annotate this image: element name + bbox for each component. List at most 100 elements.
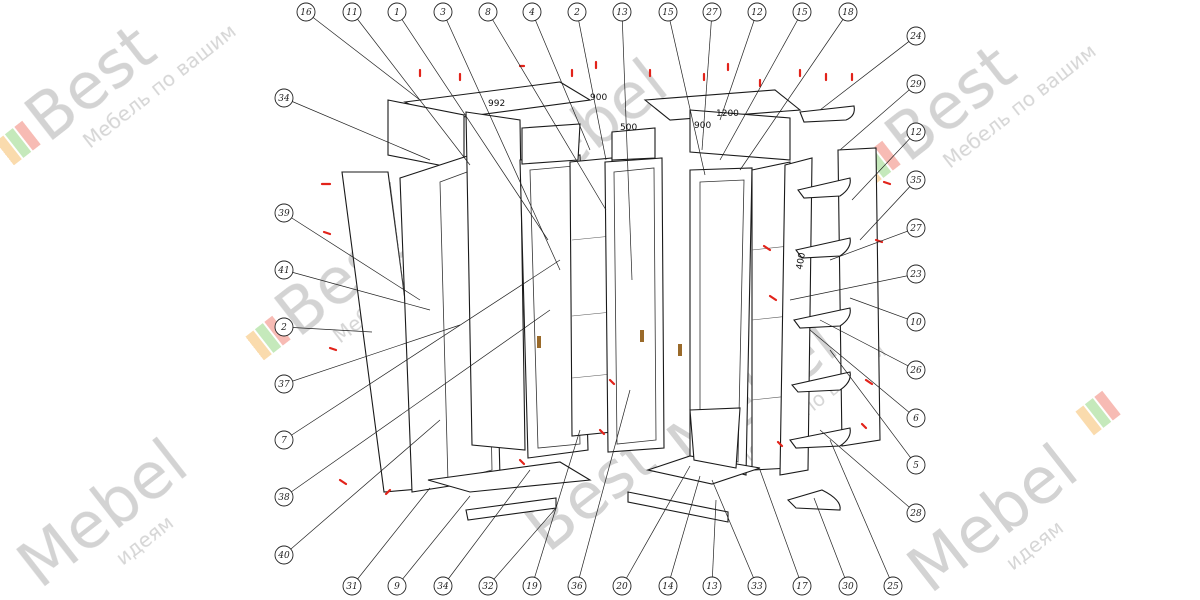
bottom-callout-number: 33 bbox=[751, 582, 763, 592]
callout-circle bbox=[906, 503, 926, 523]
callout-circle bbox=[883, 576, 903, 596]
callout-leader-line bbox=[667, 11, 706, 176]
right-callout-number: 6 bbox=[913, 414, 919, 424]
right-callout-number: 24 bbox=[909, 32, 922, 42]
corner-base bbox=[427, 461, 592, 493]
right-tall-door bbox=[689, 167, 753, 476]
door-handle bbox=[640, 330, 644, 342]
callout-leader-line bbox=[576, 11, 607, 161]
left-callout-number: 38 bbox=[278, 493, 290, 503]
callout-leader-line bbox=[819, 35, 917, 111]
callout-leader-line bbox=[819, 429, 917, 514]
callout-leader-line bbox=[487, 507, 557, 587]
callout-circle bbox=[906, 312, 926, 332]
top-callout-number: 13 bbox=[616, 8, 628, 18]
callout-leader-line bbox=[829, 439, 894, 587]
callout-leader-line bbox=[839, 83, 917, 151]
left-callout-number: 34 bbox=[278, 94, 290, 104]
top-callout-number: 4 bbox=[528, 8, 535, 18]
dimension-labels: 992 900 500 1200 900 400 bbox=[488, 93, 808, 271]
callout-circle bbox=[567, 2, 587, 22]
top-callout-number: 16 bbox=[300, 8, 312, 18]
top-callout-number: 3 bbox=[440, 8, 446, 18]
callout-circle bbox=[906, 122, 926, 142]
callout-leader-line bbox=[621, 11, 633, 281]
callout-leader-line bbox=[739, 11, 849, 171]
callout-leader-line bbox=[283, 97, 431, 161]
plinth-center bbox=[627, 491, 729, 523]
left-callout-number: 7 bbox=[281, 436, 287, 446]
callout-leader-line bbox=[531, 11, 591, 151]
callout-leader-line bbox=[667, 475, 701, 587]
callout-circle bbox=[274, 88, 294, 108]
callout-leader-line bbox=[829, 349, 917, 466]
callout-circle bbox=[274, 487, 294, 507]
callout-circle bbox=[702, 576, 722, 596]
callout-circle bbox=[274, 545, 294, 565]
watermark-brand: Mebel bbox=[4, 426, 201, 600]
fastener-marks bbox=[320, 60, 892, 496]
callout-leader-line bbox=[789, 273, 917, 301]
callout-leader-line bbox=[859, 179, 917, 241]
left-callout-number: 39 bbox=[278, 209, 290, 219]
callout-leader-line bbox=[351, 487, 431, 587]
top-callout-number: 1 bbox=[394, 8, 400, 18]
open-shelf-set bbox=[789, 177, 851, 449]
tall-upright-panel bbox=[521, 123, 581, 165]
bottom-callout-number: 17 bbox=[796, 582, 808, 592]
bottom-callout-number: 20 bbox=[615, 582, 628, 592]
callout-leader-line bbox=[283, 324, 461, 385]
callout-circle bbox=[747, 2, 767, 22]
top-callout-number: 15 bbox=[662, 8, 674, 18]
central-mirror-door bbox=[604, 157, 665, 453]
right-shelf-upright bbox=[779, 157, 813, 476]
dimension-label: 1200 bbox=[716, 109, 739, 119]
callout-leader-line bbox=[305, 11, 421, 101]
top-callout-number: 8 bbox=[485, 8, 491, 18]
callout-leader-line bbox=[283, 259, 561, 441]
callout-leader-line bbox=[442, 11, 561, 271]
callout-leader-line bbox=[283, 269, 431, 311]
callout-leader-line bbox=[396, 495, 471, 587]
callout-circle bbox=[522, 576, 542, 596]
small-top-shelf bbox=[799, 105, 855, 123]
right-back-panel bbox=[689, 109, 791, 161]
callout-leader-line bbox=[531, 429, 581, 587]
right-end-panel bbox=[837, 147, 881, 447]
bottom-callout-number: 25 bbox=[886, 582, 899, 592]
callout-leader-line bbox=[711, 499, 717, 587]
callout-leader-line bbox=[283, 326, 373, 333]
left-callout-number: 40 bbox=[277, 551, 290, 561]
callout-circle bbox=[274, 430, 294, 450]
callout-circle bbox=[906, 218, 926, 238]
callout-circle bbox=[274, 203, 294, 223]
bottom-callout-number: 32 bbox=[482, 582, 494, 592]
callout-circle bbox=[567, 576, 587, 596]
callout-circle bbox=[387, 576, 407, 596]
callout-leader-line bbox=[719, 11, 803, 161]
bottom-callout-number: 14 bbox=[662, 582, 674, 592]
callout-circle bbox=[838, 576, 858, 596]
callout-leader-line bbox=[487, 11, 607, 211]
right-callout-number: 12 bbox=[910, 128, 922, 138]
dimension-label: 992 bbox=[488, 99, 505, 109]
callout-circle bbox=[342, 2, 362, 22]
top-callout-number: 18 bbox=[842, 8, 854, 18]
bottom-callout-number: 13 bbox=[706, 582, 718, 592]
callout-circle bbox=[792, 2, 812, 22]
callout-circle bbox=[838, 2, 858, 22]
right-callout-number: 26 bbox=[909, 366, 922, 376]
callout-circle bbox=[433, 2, 453, 22]
callout-leader-line bbox=[621, 465, 691, 587]
left-callout-number: 37 bbox=[278, 380, 290, 390]
right-callout-number: 23 bbox=[909, 270, 922, 280]
door-handle bbox=[678, 344, 682, 356]
right-top-panel bbox=[643, 89, 802, 121]
corner-bottom-shelf bbox=[786, 489, 841, 511]
furniture-parts bbox=[341, 81, 881, 523]
callout-circle bbox=[906, 170, 926, 190]
callout-circle bbox=[906, 455, 926, 475]
callout-circle bbox=[612, 576, 632, 596]
callout-circle bbox=[747, 576, 767, 596]
